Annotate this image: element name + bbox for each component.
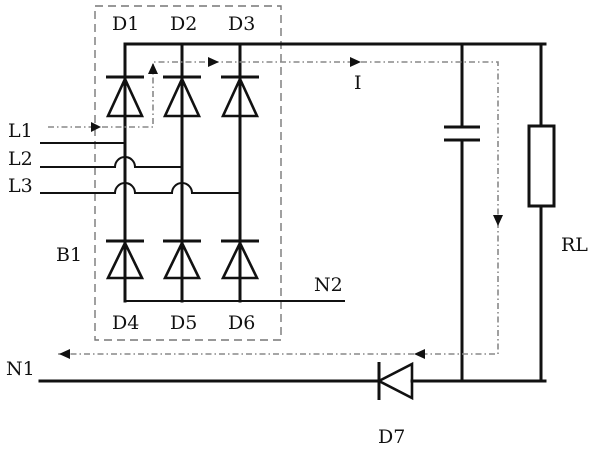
label-d2: D2 xyxy=(170,13,197,35)
label-n2: N2 xyxy=(314,274,343,296)
diode-d3 xyxy=(220,75,260,118)
bridge-enclosure-b1 xyxy=(94,5,282,341)
current-arrow-5-icon xyxy=(493,215,503,226)
label-d5: D5 xyxy=(170,312,197,334)
diode-d7 xyxy=(376,361,414,401)
label-d3: D3 xyxy=(228,13,255,35)
diode-d2 xyxy=(162,75,202,118)
line-l2-wire xyxy=(40,156,182,168)
line-l3-wire xyxy=(40,182,240,194)
label-d6: D6 xyxy=(228,312,255,334)
diode-d4 xyxy=(105,239,145,280)
load-resistor-rl xyxy=(527,42,556,383)
label-l3: L3 xyxy=(8,175,33,197)
current-arrow-3-icon xyxy=(208,57,219,67)
current-path xyxy=(48,57,503,359)
diode-d1 xyxy=(105,75,145,118)
capacitor xyxy=(444,42,480,383)
diode-d5 xyxy=(162,239,202,280)
label-n1: N1 xyxy=(6,358,35,380)
current-arrow-2-icon xyxy=(148,63,158,74)
diode-d6 xyxy=(220,239,260,280)
label-d1: D1 xyxy=(112,13,139,35)
label-d7: D7 xyxy=(378,426,405,448)
label-b1: B1 xyxy=(56,244,82,266)
current-arrow-4-icon xyxy=(350,57,361,67)
label-current-i: I xyxy=(354,72,362,94)
current-arrow-6-icon xyxy=(414,349,425,359)
label-d4: D4 xyxy=(112,312,139,334)
current-arrow-1-icon xyxy=(91,122,101,132)
label-rl: RL xyxy=(561,234,588,256)
current-arrow-7-icon xyxy=(59,349,70,359)
label-l1: L1 xyxy=(8,120,33,142)
label-l2: L2 xyxy=(8,148,33,170)
